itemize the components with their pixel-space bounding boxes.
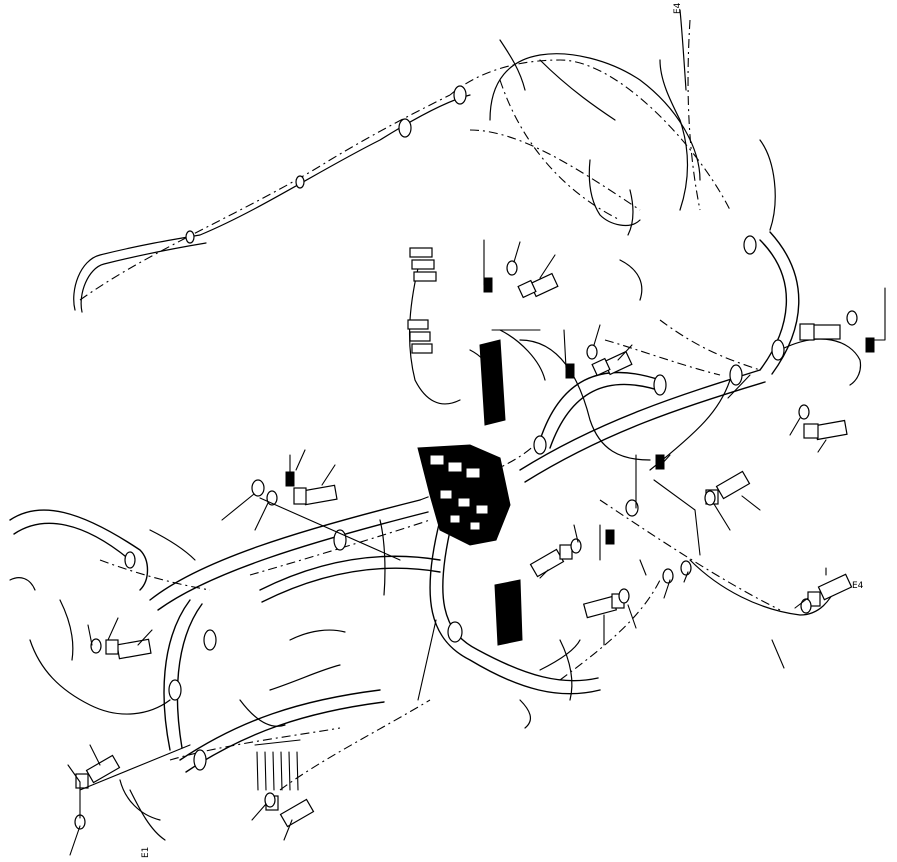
bolt-8	[582, 593, 625, 619]
bolt-3	[803, 419, 848, 441]
bolt-group	[74, 260, 858, 830]
bolt-5	[293, 484, 338, 506]
bracket-clips	[285, 277, 875, 545]
harness-clamps	[124, 85, 785, 771]
label-e4-top: E4	[673, 2, 683, 14]
connector-stack-upper	[407, 247, 523, 646]
bolt-10	[105, 638, 152, 660]
branch-wires	[9, 9, 862, 841]
central-control-block	[417, 444, 511, 546]
bolt-7	[529, 544, 573, 578]
connector-fan-lower-left	[254, 739, 301, 791]
bolt-1	[517, 272, 559, 299]
label-e1-bottom: E1	[141, 847, 151, 858]
bolt-4	[799, 323, 841, 341]
leader-lines	[67, 239, 886, 856]
bolt-9	[807, 573, 853, 607]
bolt-2	[591, 350, 633, 377]
bolt-11	[75, 754, 121, 789]
main-harness-trunk	[9, 231, 800, 773]
label-e4-right: E4	[852, 581, 864, 591]
dashed-routing-lines	[79, 19, 781, 791]
